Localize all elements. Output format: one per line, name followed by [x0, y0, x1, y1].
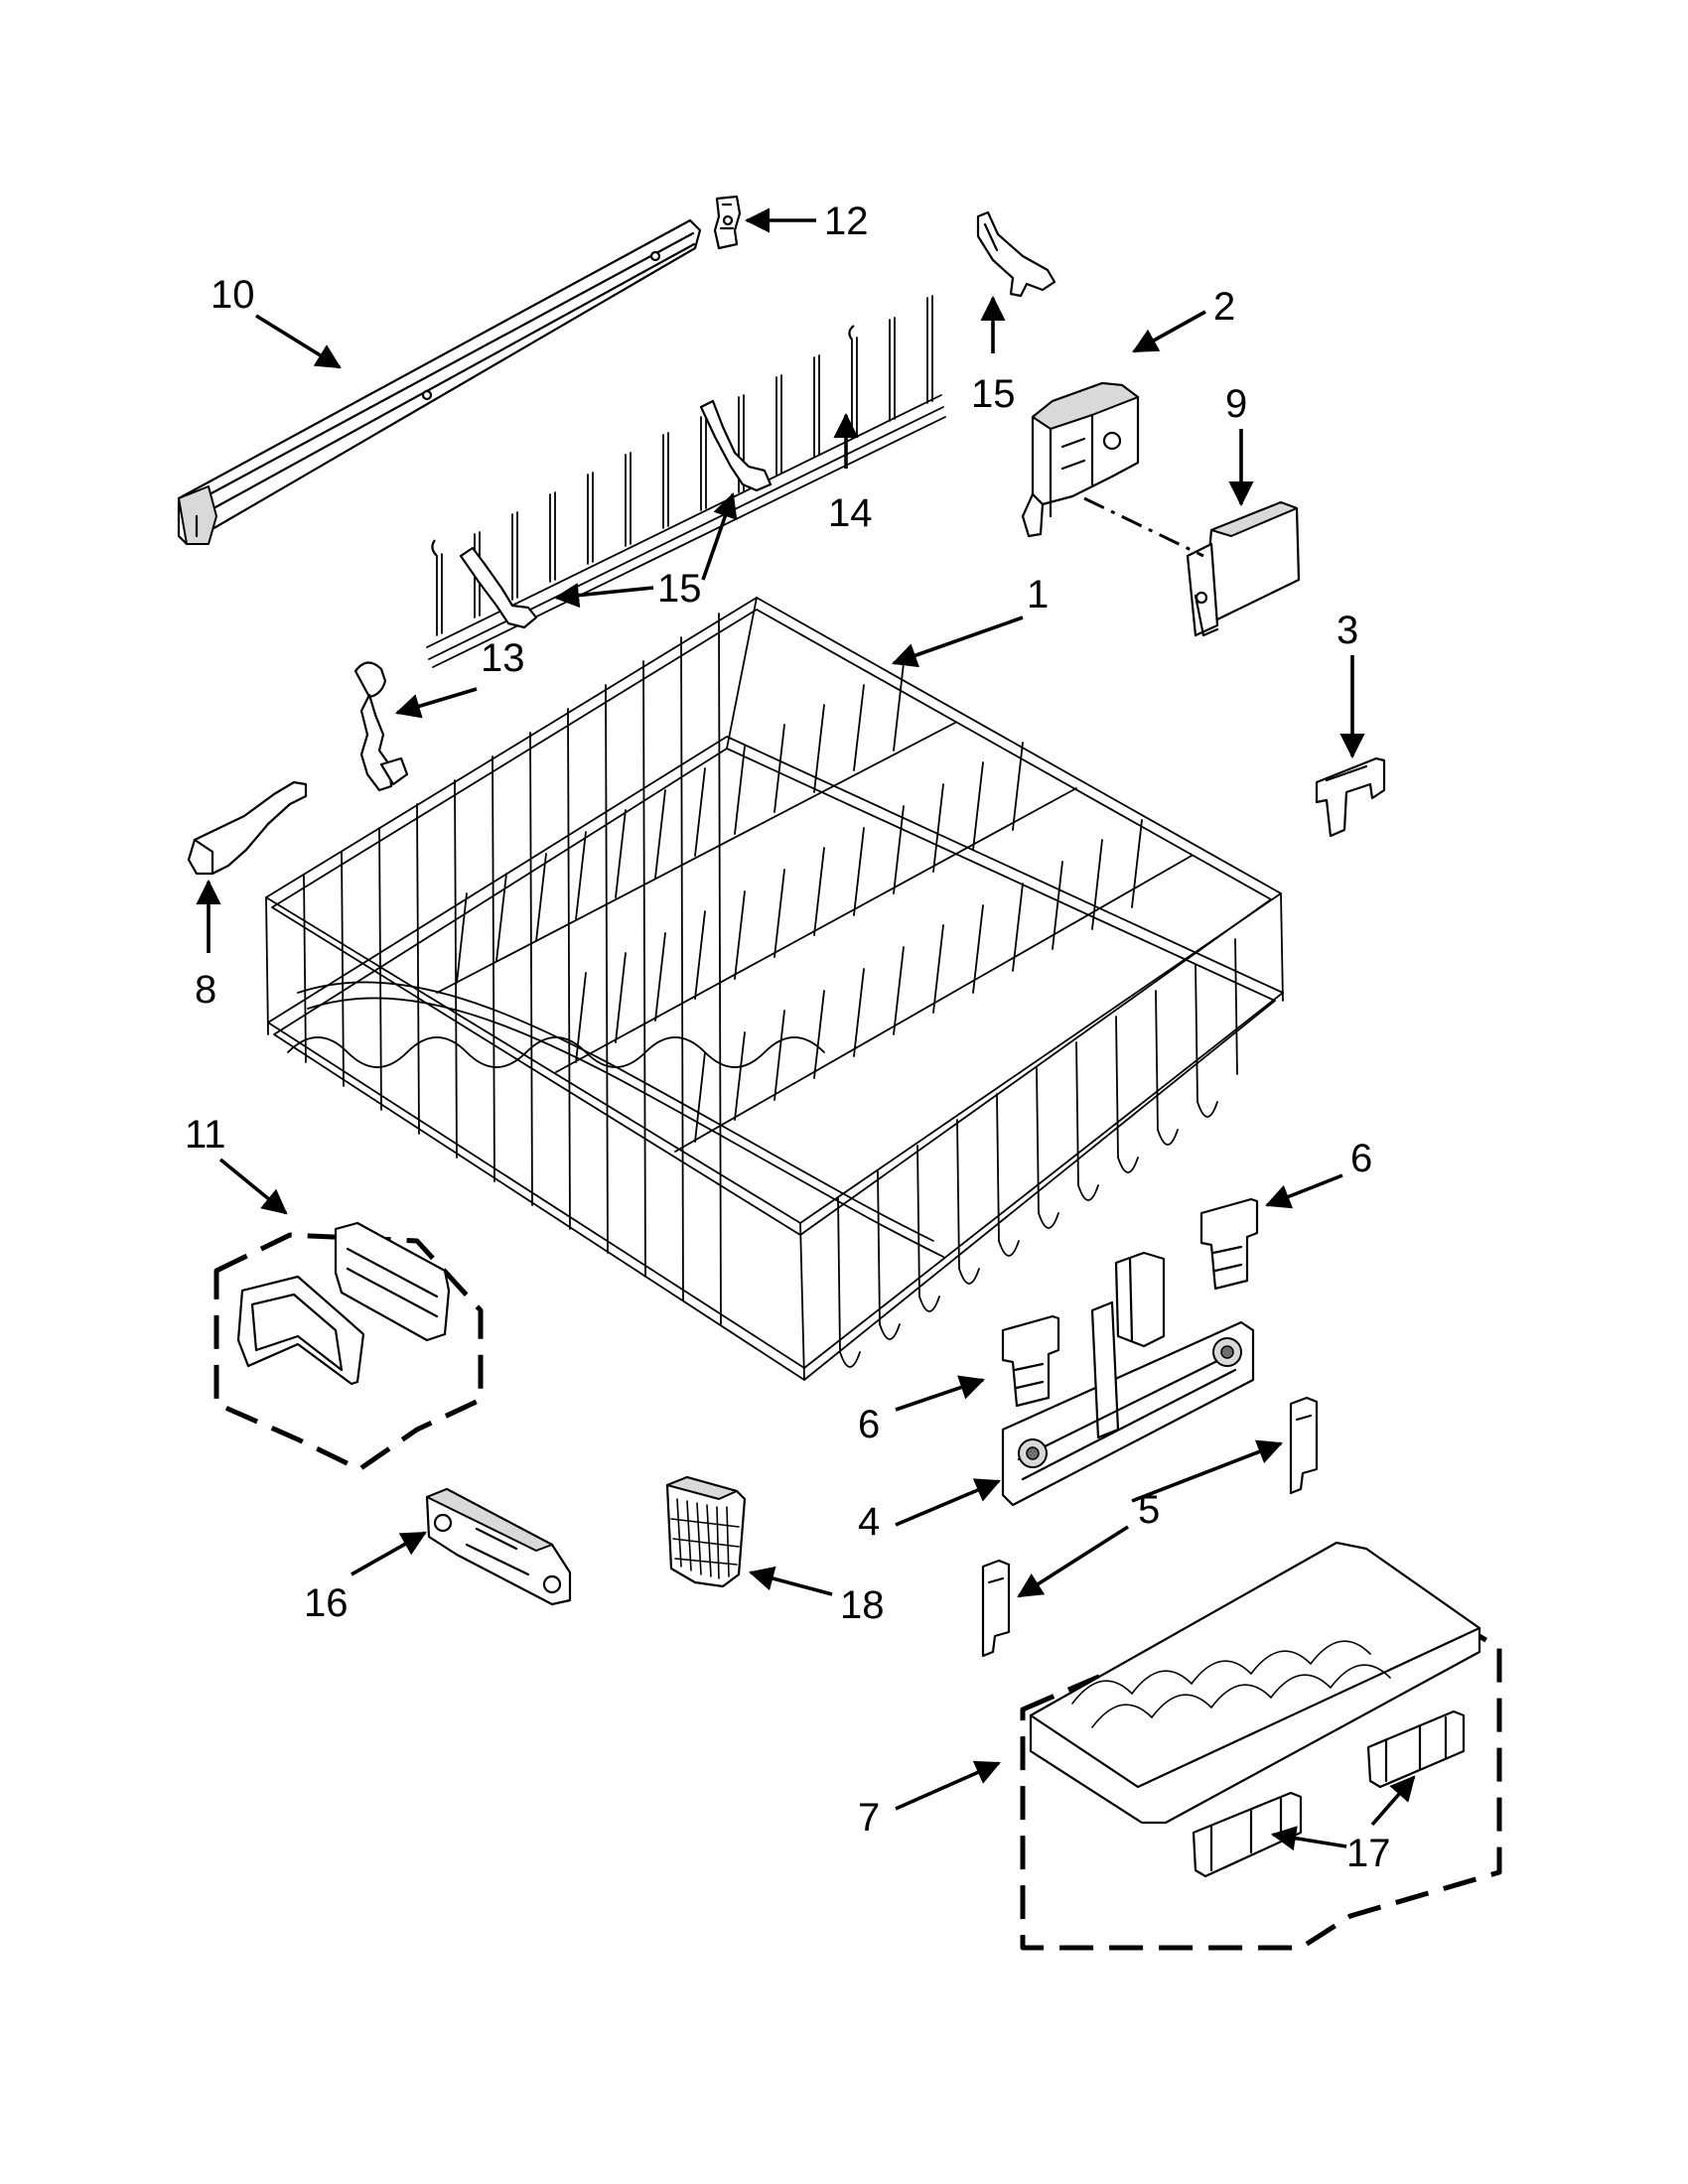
part-8-bracket [187, 780, 308, 876]
callout-1: 1 [1027, 573, 1049, 616]
part-17-clips [1192, 1709, 1466, 1878]
callout-8: 8 [195, 968, 216, 1012]
callout-2: 2 [1213, 285, 1235, 329]
part-1-upper-rack [265, 597, 1284, 1381]
callout-17: 17 [1346, 1832, 1391, 1875]
part-6-clip-lower [1001, 1314, 1060, 1408]
part-16-bracket [425, 1487, 572, 1606]
arrow-17-b [1370, 1775, 1416, 1827]
callout-12: 12 [824, 200, 869, 243]
arrow-15-lower-a [701, 492, 738, 581]
arrow-18 [748, 1566, 833, 1596]
part-15-clip-upper [976, 210, 1056, 298]
part-9-cover [1186, 500, 1301, 637]
callout-6-lower: 6 [858, 1403, 880, 1446]
callout-13: 13 [481, 636, 525, 680]
arrow-5-left [1017, 1525, 1129, 1598]
arrow-5-right [1131, 1439, 1283, 1503]
arrow-2 [1132, 310, 1206, 353]
part-11-handle-assembly [213, 1221, 484, 1472]
part-6-clip-upper [1199, 1197, 1259, 1291]
part-18-basket [665, 1475, 747, 1588]
part-10-rack-rail [177, 218, 702, 546]
leader-2-9 [1083, 496, 1204, 558]
leader-arrows [196, 207, 1416, 1851]
callout-16: 16 [304, 1581, 349, 1625]
callout-3: 3 [1336, 609, 1358, 652]
arrow-4 [895, 1478, 1001, 1527]
arrow-6-upper [1265, 1173, 1343, 1209]
callout-7: 7 [858, 1796, 880, 1840]
arrow-11 [218, 1158, 288, 1215]
part-12-clip [713, 195, 742, 250]
part-3-clip [1315, 756, 1386, 838]
callout-11: 11 [185, 1113, 226, 1157]
callout-15-upper: 15 [971, 372, 1016, 416]
part-5-pin-left [981, 1559, 1011, 1658]
arrow-16 [351, 1531, 427, 1576]
part-5-pin-right [1289, 1396, 1319, 1495]
arrow-1 [892, 615, 1024, 668]
arrow-6-lower [895, 1375, 985, 1412]
arrow-15-lower-b [553, 583, 654, 609]
callout-labels: 1 2 3 4 5 6 6 7 8 9 10 11 12 13 14 15 15… [185, 200, 1391, 1875]
part-13-latch [353, 661, 409, 792]
callout-15-lower: 15 [657, 567, 702, 611]
arrow-13 [394, 687, 478, 719]
callout-4: 4 [858, 1500, 880, 1544]
callout-14: 14 [828, 491, 873, 535]
callout-18: 18 [840, 1583, 885, 1627]
callout-6-upper: 6 [1350, 1137, 1372, 1180]
arrow-17-a [1270, 1826, 1347, 1851]
arrow-7 [895, 1760, 1001, 1811]
part-4-adjuster [1001, 1251, 1255, 1507]
part-2-bracket [1021, 381, 1140, 538]
callout-10: 10 [211, 273, 255, 317]
arrow-10 [255, 314, 342, 369]
callout-5: 5 [1138, 1488, 1160, 1532]
part-7-tray-assembly [1020, 1541, 1502, 1951]
callout-9: 9 [1225, 382, 1247, 426]
part-15-clip-lower [459, 399, 773, 629]
